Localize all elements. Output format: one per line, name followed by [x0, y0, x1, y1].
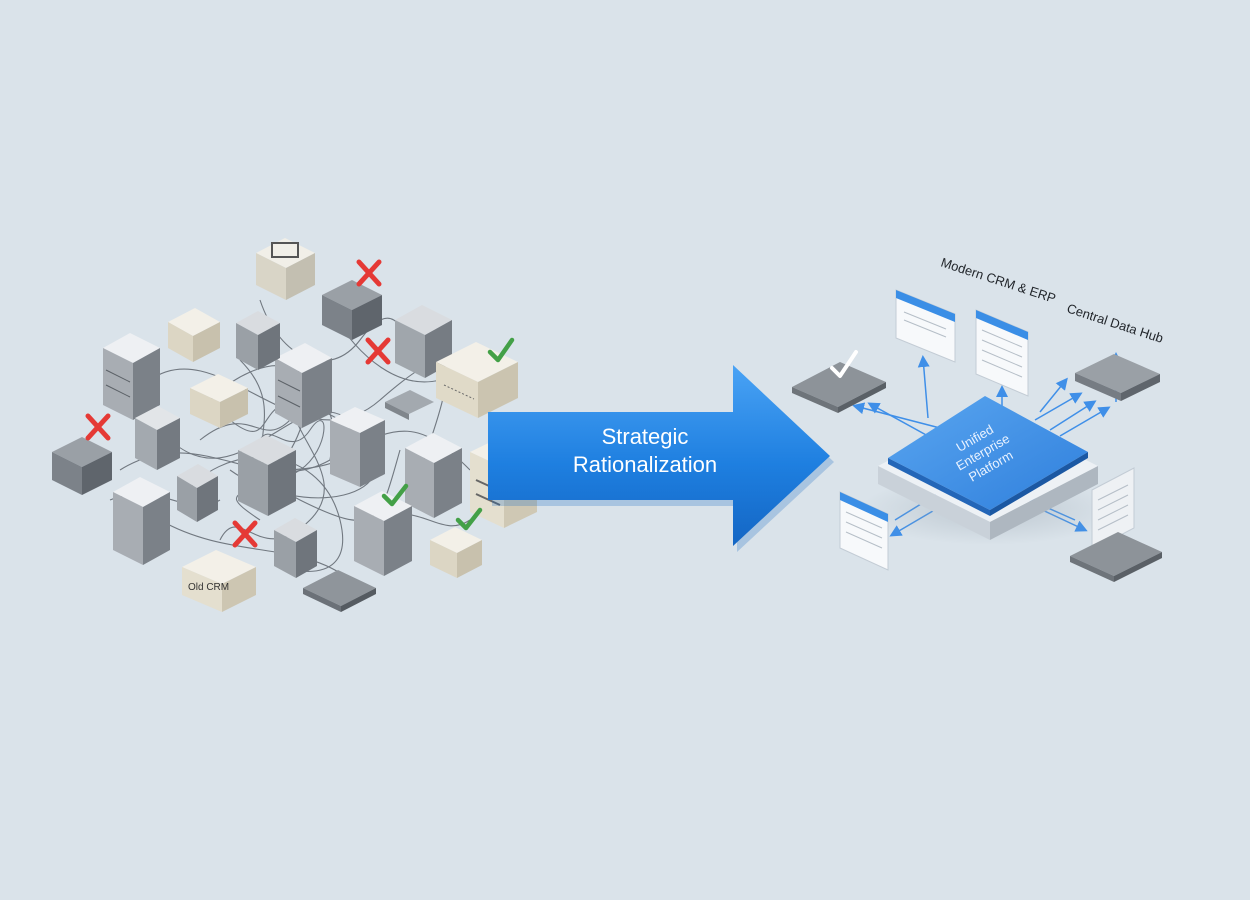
legacy-server [405, 433, 462, 518]
modern-crm-erp-label: Modern CRM & ERP [939, 255, 1058, 306]
legacy-storage-unit [322, 280, 382, 340]
old-crm-label: Old CRM [188, 582, 229, 593]
legacy-flat-unit [303, 570, 376, 612]
old-crm-box: Old CRM [182, 550, 256, 612]
legacy-monitor [256, 238, 315, 300]
x-mark-icon [356, 259, 382, 287]
arrow-label-line2: Rationalization [573, 452, 717, 477]
modern-app-window [895, 289, 956, 363]
x-mark-icon [365, 337, 391, 365]
legacy-server [113, 477, 170, 565]
legacy-beige-unit [190, 374, 248, 428]
legacy-server [275, 343, 332, 428]
x-mark-icon [232, 520, 258, 548]
legacy-server [274, 518, 317, 578]
central-data-hub-label: Central Data Hub [1065, 301, 1165, 346]
unified-platform-block: Unified Enterprise Platform [860, 396, 1120, 545]
legacy-systems-cluster: Old CRM [52, 238, 537, 612]
arrow-label-line1: Strategic [602, 424, 689, 449]
legacy-beige-unit-retained [430, 527, 482, 578]
legacy-beige-unit [168, 308, 220, 362]
check-mark-icon [487, 337, 515, 363]
legacy-server [330, 407, 385, 487]
modern-app-window [975, 309, 1029, 397]
legacy-server [103, 333, 160, 420]
check-mark-icon [830, 350, 858, 378]
x-mark-icon [85, 413, 111, 441]
laptop-device [1070, 467, 1162, 582]
legacy-server [236, 311, 280, 370]
central-data-hub [1075, 354, 1160, 401]
legacy-server [177, 464, 218, 522]
unified-platform-area: Unified Enterprise Platform [792, 255, 1165, 582]
check-mark-icon [455, 507, 483, 531]
rationalization-arrow: Strategic Rationalization [488, 365, 834, 552]
legacy-beige-unit-retained [436, 342, 518, 418]
legacy-server [135, 406, 180, 470]
legacy-server [354, 491, 412, 576]
legacy-flat-unit [385, 390, 434, 420]
legacy-server [238, 435, 296, 516]
legacy-storage-unit [52, 437, 112, 495]
check-mark-icon [381, 483, 409, 507]
approved-tile [792, 350, 886, 413]
modern-app-window [839, 491, 889, 571]
